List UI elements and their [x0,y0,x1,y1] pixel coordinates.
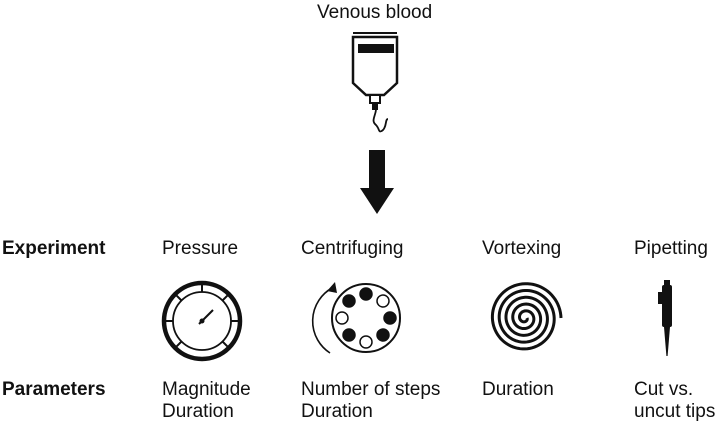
parameters-row-label: Parameters [2,379,106,400]
experiment-pipetting: Pipetting [634,238,708,259]
experiment-centrifuging: Centrifuging [301,238,404,259]
parameters-vortexing: Duration [482,379,554,400]
down-arrow-icon [360,150,394,214]
parameters-pipetting: Cut vs. uncut tips [634,379,716,422]
parameters-pressure: Magnitude Duration [162,379,251,422]
experiment-row-label: Experiment [2,238,106,259]
vortex-spiral-icon [490,282,563,351]
pressure-gauge-icon [161,280,243,362]
experiment-vortexing: Vortexing [482,238,562,259]
centrifuge-rotor-icon [311,282,401,354]
venous-blood-label: Venous blood [317,2,433,23]
experiment-pressure: Pressure [162,238,239,259]
pipette-icon [658,280,672,356]
blood-bag-icon [351,32,399,133]
parameters-centrifuging: Number of steps Duration [301,379,441,422]
